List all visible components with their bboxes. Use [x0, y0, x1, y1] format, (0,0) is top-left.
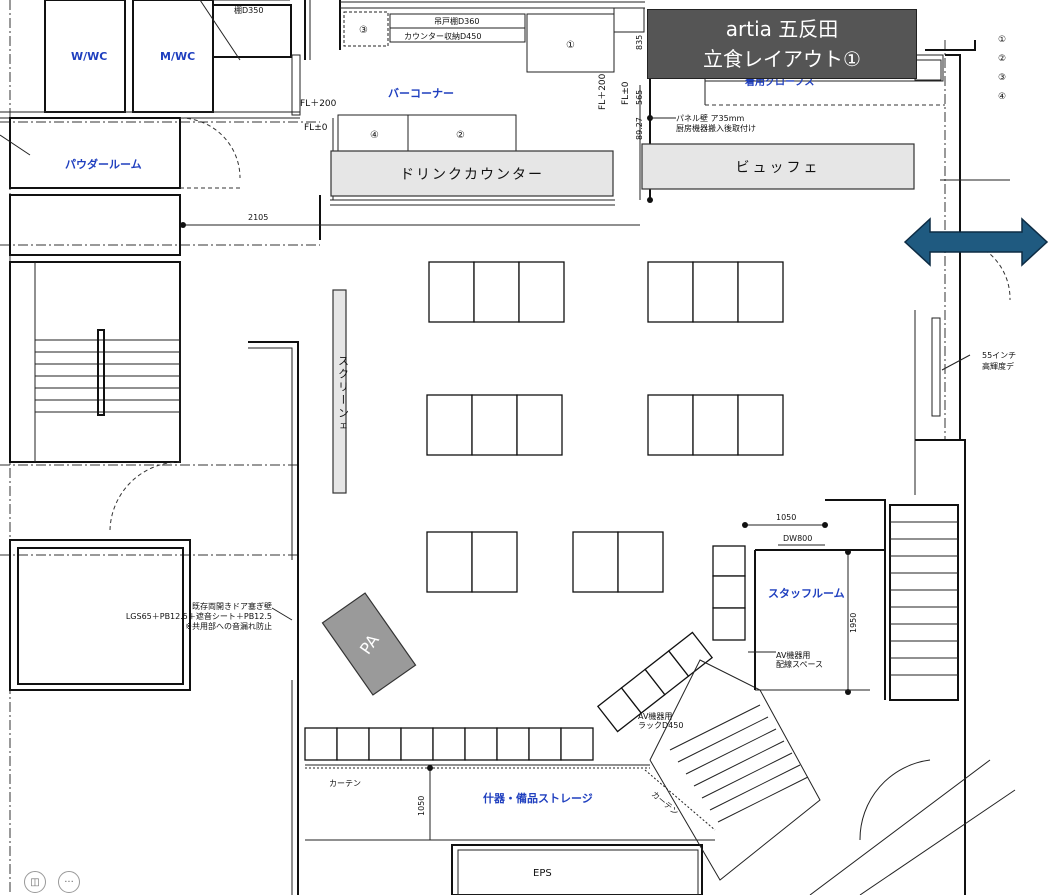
- note-av-space-2: 配線スペース: [776, 659, 823, 669]
- stair-right: [809, 504, 1016, 895]
- legend-4: ④: [998, 92, 1006, 102]
- note-rack-1: AV機器用: [638, 711, 672, 721]
- more-options-glyph: ···: [64, 876, 74, 888]
- restroom-block: [0, 0, 300, 189]
- note-curtain-a: カーテン: [329, 779, 361, 788]
- legend-3: ③: [998, 73, 1006, 83]
- note-fl-0-a: FL±0: [304, 123, 328, 133]
- pa-booth: [321, 592, 417, 696]
- room-w-wc: W/WC: [71, 50, 107, 63]
- screen: [332, 289, 347, 494]
- angled-rack: [596, 631, 821, 881]
- marker-4: ④: [370, 130, 379, 141]
- note-counter-storage: カウンター収納D450: [404, 31, 481, 41]
- legend-2: ②: [998, 54, 1006, 64]
- note-panel-wall-2: 厨房機器搬入後取付け: [676, 123, 756, 133]
- marker-1: ①: [566, 40, 575, 51]
- double-arrow-icon: [903, 217, 1049, 267]
- note-av-space-1: AV機器用: [776, 650, 810, 660]
- note-display-1: 55インチ: [982, 351, 1016, 360]
- marker-2: ②: [456, 130, 465, 141]
- note-partition-2: LGS65＋PB12.5＋遮音シート＋PB12.5: [126, 611, 272, 621]
- buffet-label: ビュッフェ: [736, 160, 821, 176]
- screen-label-tail: ェ: [339, 421, 348, 431]
- note-panel-wall-1: パネル壁 ア35mm: [676, 113, 745, 123]
- hall-walls: [180, 0, 1011, 895]
- dim-dw800: DW800: [783, 534, 812, 543]
- note-fl-200-b: FL＋200: [597, 73, 608, 110]
- note-shelf: 棚D350: [234, 5, 263, 15]
- screen-label: スクリーン: [337, 355, 350, 420]
- dim-1050-top: 1050: [776, 513, 796, 522]
- dim-1050-storage: 1050: [417, 796, 426, 816]
- room-staff: スタッフルーム: [768, 587, 845, 600]
- room-m-wc: M/WC: [160, 50, 195, 63]
- dim-835: 835: [635, 35, 644, 50]
- dim-8927: 89.27: [635, 117, 644, 140]
- drink-counter: [330, 150, 614, 197]
- staff-room: [712, 499, 886, 700]
- note-fl-0-b: FL±0: [621, 81, 631, 105]
- note-rack-2: ラックD450: [638, 721, 683, 730]
- dim-2105: 2105: [248, 213, 268, 222]
- storage-shelves: [304, 727, 715, 895]
- dim-1950: 1950: [849, 613, 858, 633]
- room-powder: パウダールーム: [65, 157, 142, 171]
- layout-title-box: artia 五反田 立食レイアウト①: [647, 9, 917, 79]
- note-display-2: 高輝度デ: [982, 361, 1014, 371]
- note-fl-200-a: FL＋200: [300, 98, 337, 109]
- room-bar-corner: バーコーナー: [388, 87, 454, 100]
- layout-title-name: 立食レイアウト①: [703, 47, 861, 71]
- buffet-counter: [641, 143, 915, 190]
- table-group: [426, 261, 784, 593]
- layout-title-venue: artia 五反田: [725, 17, 839, 41]
- note-hanging-shelf: 吊戸棚D360: [434, 16, 479, 26]
- dim-565: 565: [635, 90, 644, 105]
- marker-3: ③: [359, 25, 368, 36]
- video-off-glyph: ◫: [30, 876, 40, 888]
- more-options-icon[interactable]: ···: [58, 871, 80, 893]
- drink-counter-label: ドリンクカウンター: [400, 167, 544, 183]
- room-eps: EPS: [533, 868, 552, 879]
- video-off-icon[interactable]: ◫: [24, 871, 46, 893]
- legend-1: ①: [998, 35, 1006, 45]
- note-partition-1: 既存両開きドア塞ぎ壁: [192, 601, 272, 611]
- note-partition-3: ※共用部への音漏れ防止: [185, 621, 272, 631]
- room-storage: 什器・備品ストレージ: [483, 791, 593, 805]
